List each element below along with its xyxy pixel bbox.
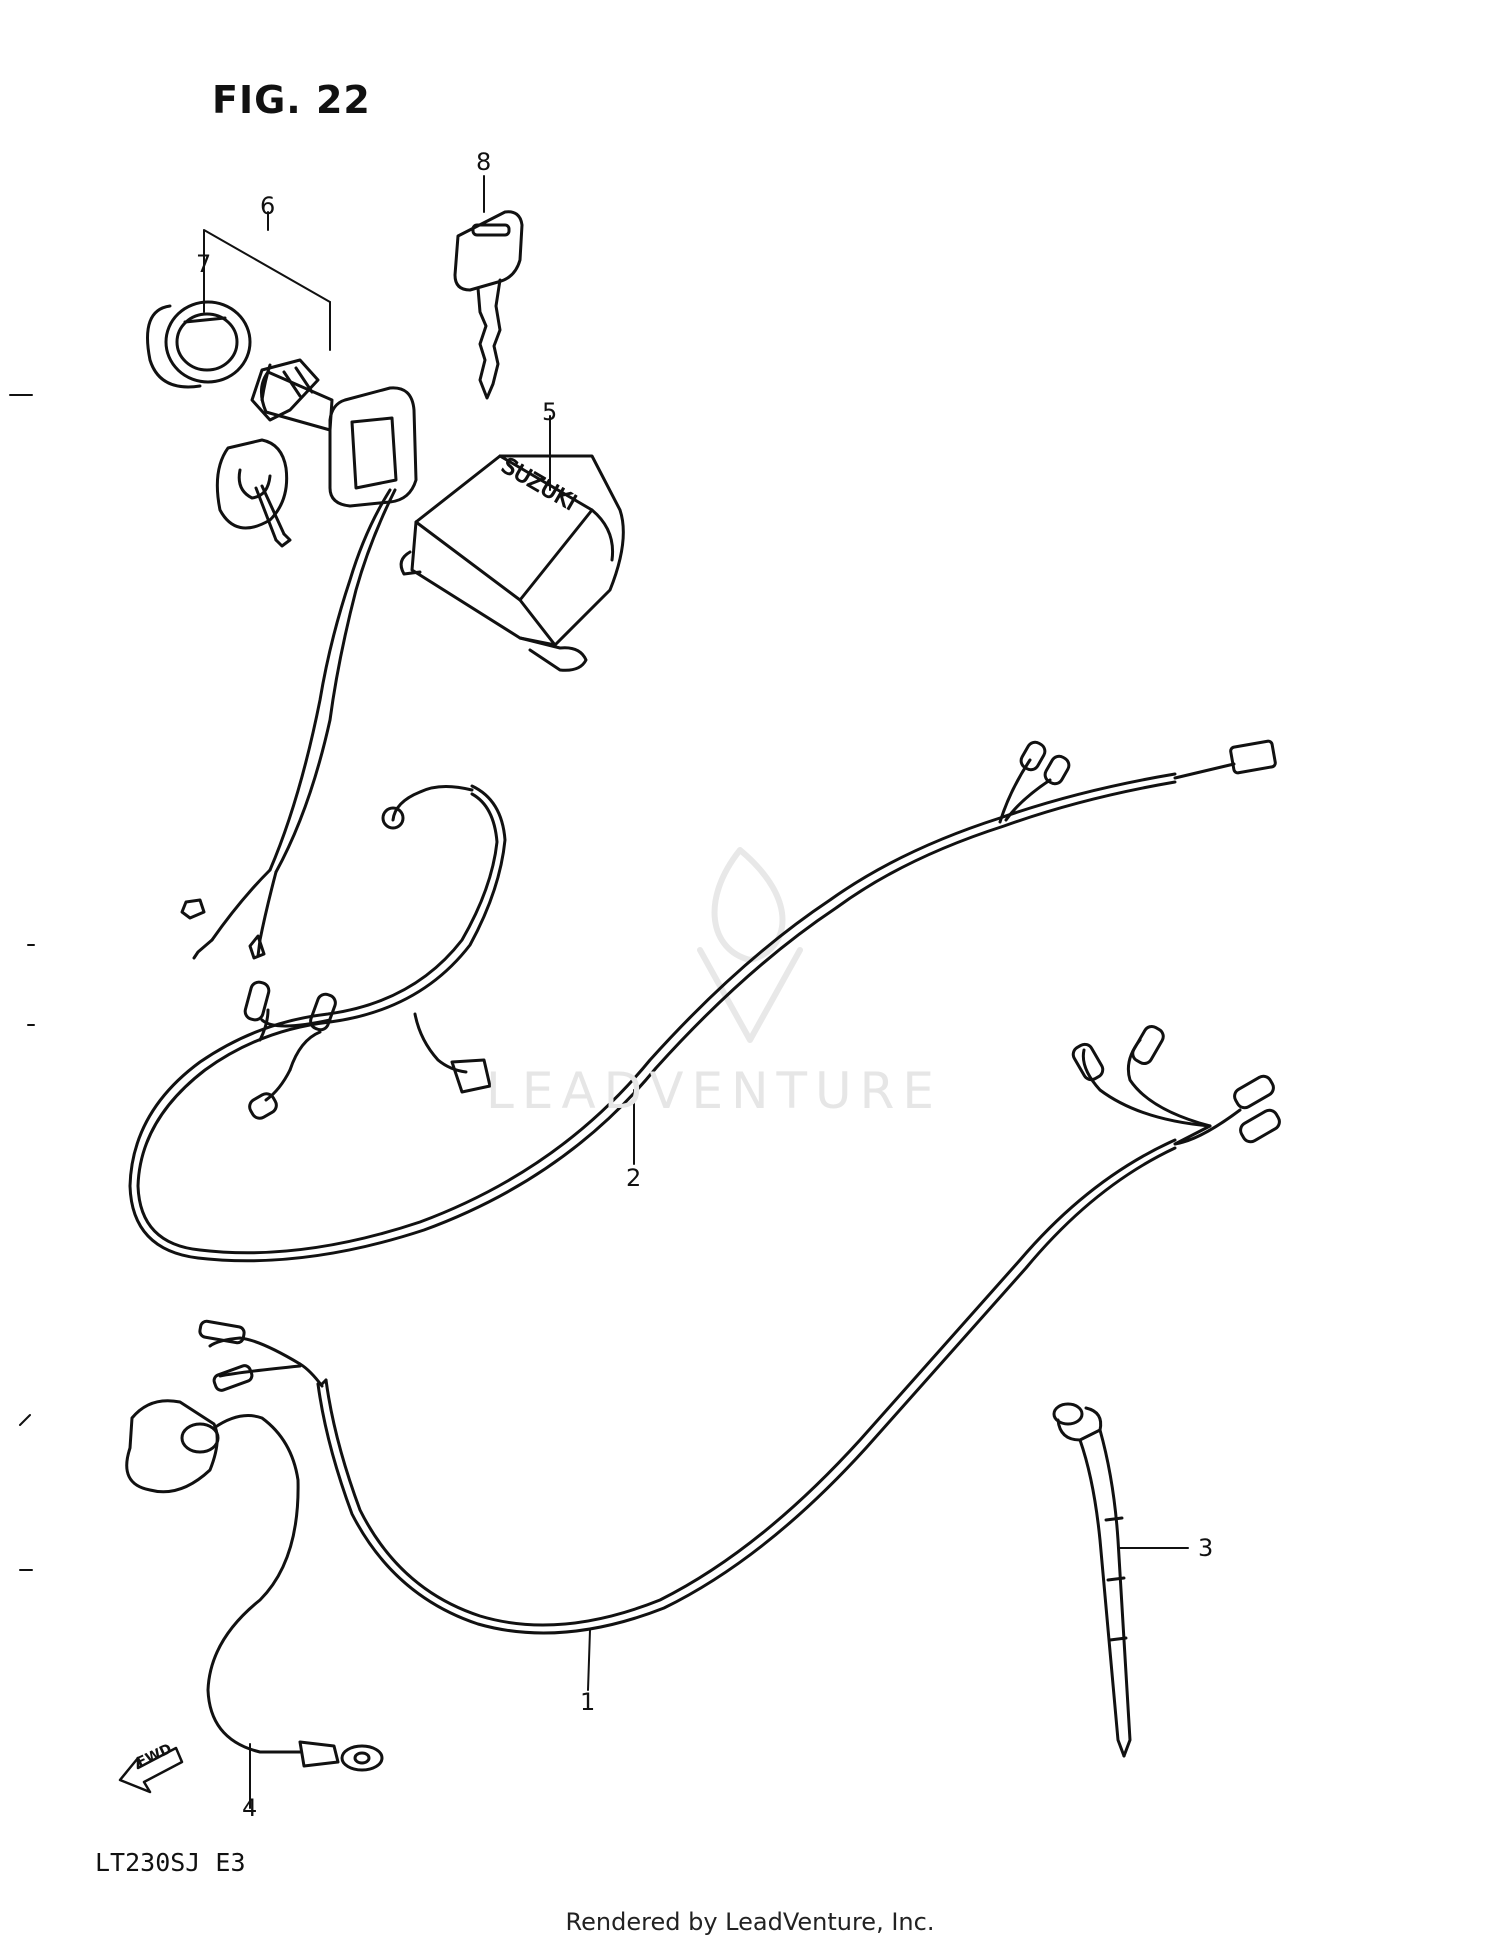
ground-lead-part-4: [125, 1399, 384, 1772]
callout-6: 6: [260, 192, 276, 220]
figure-title: FIG. 22: [212, 78, 371, 122]
cap-part-7: [146, 300, 252, 389]
model-code: LT230SJ E3: [95, 1848, 246, 1877]
callout-7: 7: [196, 250, 212, 278]
callout-5: 5: [542, 398, 558, 426]
render-credit: Rendered by LeadVenture, Inc.: [565, 1908, 935, 1936]
cable-tie-part-3: [1052, 1402, 1132, 1758]
callout-2: 2: [626, 1164, 642, 1192]
watermark-text: LEADVENTURE: [486, 1062, 942, 1120]
secondary-harness-part-1: [198, 1024, 1281, 1635]
callout-1: 1: [580, 1688, 596, 1716]
ignition-lead-wires: [192, 488, 397, 960]
callout-3: 3: [1198, 1534, 1214, 1562]
key-part-8: [453, 210, 524, 400]
margin-marks: [9, 394, 35, 1571]
ignition-switch-part-6: [215, 358, 418, 548]
svg-text:SUZUKI: SUZUKI: [497, 454, 580, 517]
fwd-arrow-icon: [118, 1746, 184, 1794]
switch-cover-part-5: SUZUKI: [399, 453, 625, 672]
leader-lines: [203, 175, 1189, 1809]
main-harness-part-2: [128, 739, 1277, 1263]
callout-8: 8: [476, 148, 492, 176]
callout-4: 4: [242, 1794, 258, 1822]
